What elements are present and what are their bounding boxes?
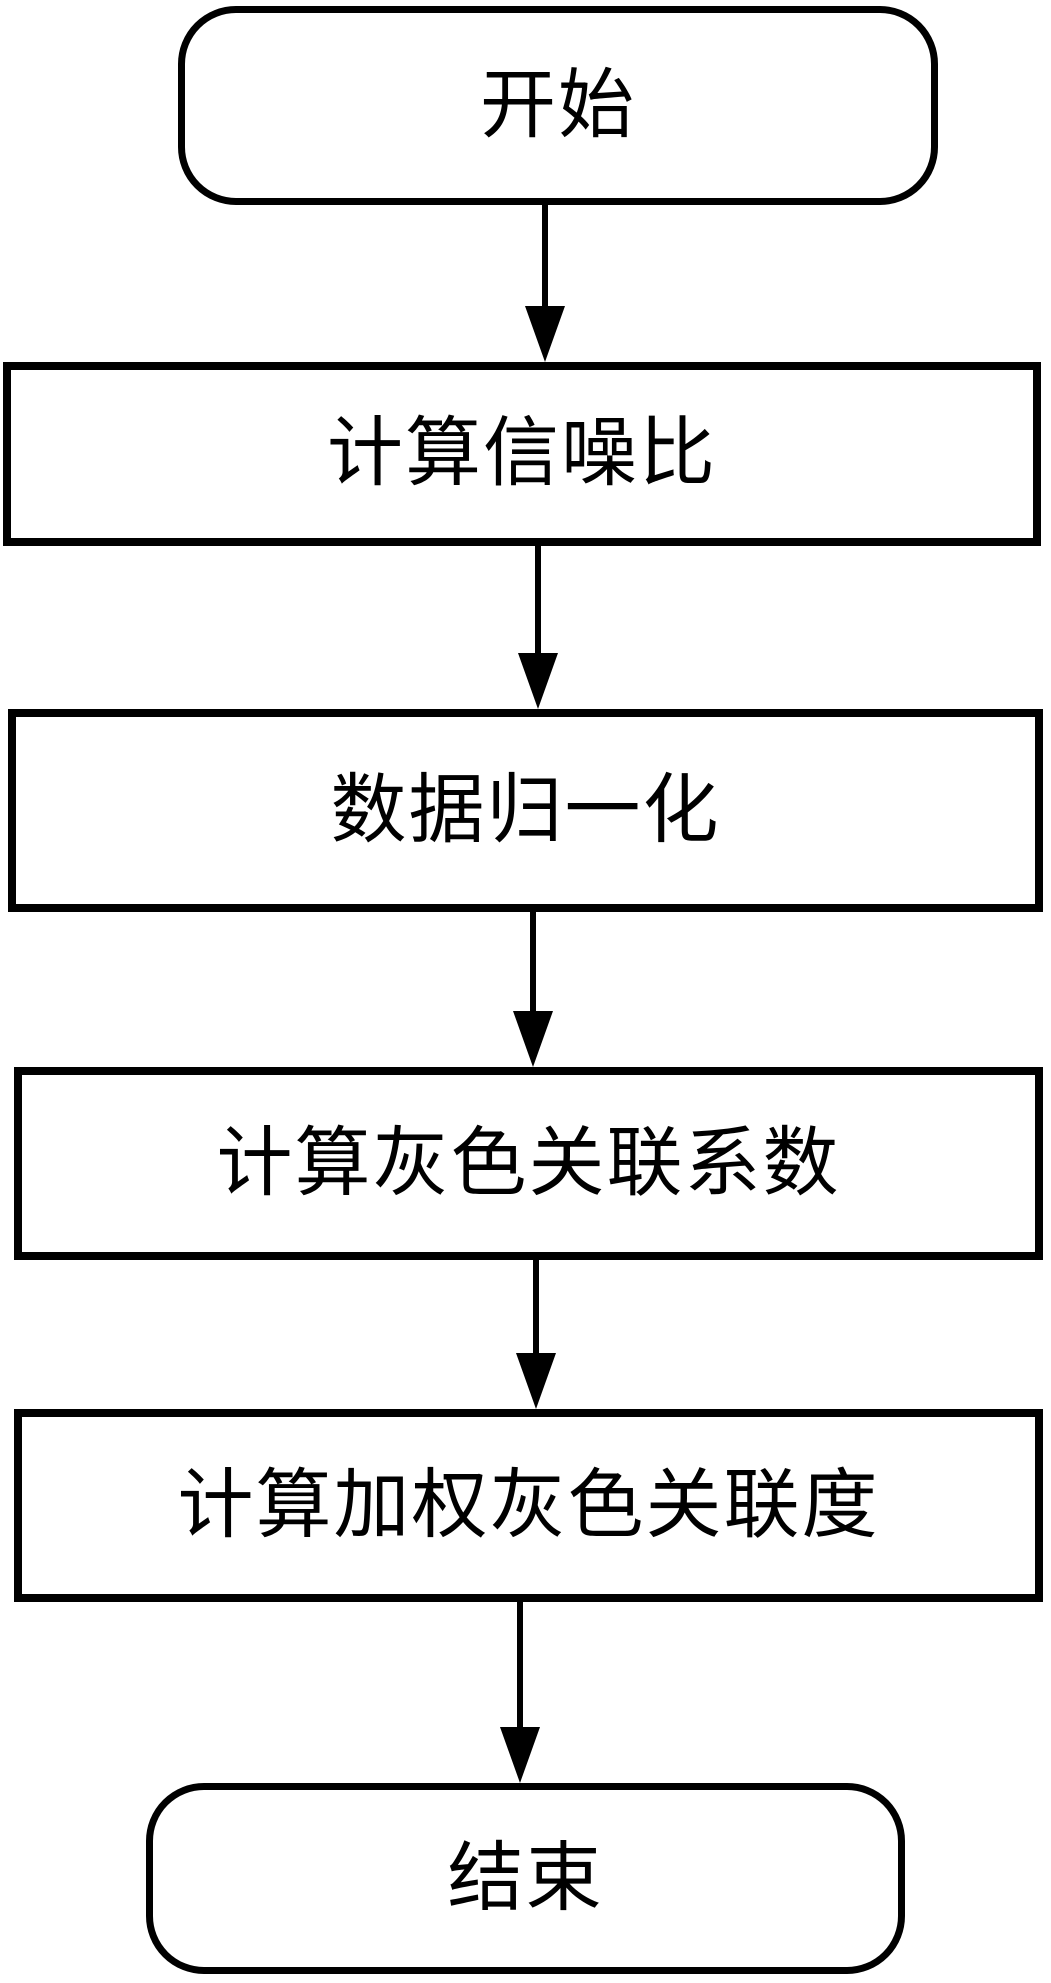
arrowhead-down-icon bbox=[518, 653, 558, 709]
flow-node-normalize-data-label: 数据归一化 bbox=[330, 768, 721, 853]
arrow-shaft bbox=[533, 1260, 539, 1359]
flow-node-calc-snr-label: 计算信噪比 bbox=[327, 412, 717, 496]
flow-node-calc-snr: 计算信噪比 bbox=[3, 362, 1041, 546]
flow-node-normalize-data: 数据归一化 bbox=[8, 709, 1043, 912]
arrowhead-down-icon bbox=[525, 306, 565, 362]
arrowhead-down-icon bbox=[513, 1011, 553, 1067]
arrow-shaft bbox=[542, 204, 548, 312]
flow-node-start-label: 开始 bbox=[480, 63, 636, 148]
arrow-shaft bbox=[517, 1602, 523, 1733]
arrowhead-down-icon bbox=[500, 1727, 540, 1783]
flow-node-grey-relational-coef-label: 计算灰色关联系数 bbox=[216, 1121, 841, 1206]
flow-node-end-label: 结束 bbox=[447, 1836, 604, 1921]
arrowhead-down-icon bbox=[516, 1353, 556, 1409]
arrow-shaft bbox=[535, 546, 541, 659]
flow-node-grey-relational-coef: 计算灰色关联系数 bbox=[14, 1067, 1043, 1260]
arrow-shaft bbox=[530, 912, 536, 1017]
flow-node-weighted-grey-degree-label: 计算加权灰色关联度 bbox=[177, 1463, 880, 1548]
flow-node-end: 结束 bbox=[146, 1783, 905, 1974]
flow-node-weighted-grey-degree: 计算加权灰色关联度 bbox=[14, 1409, 1043, 1602]
flow-node-start: 开始 bbox=[178, 6, 938, 205]
